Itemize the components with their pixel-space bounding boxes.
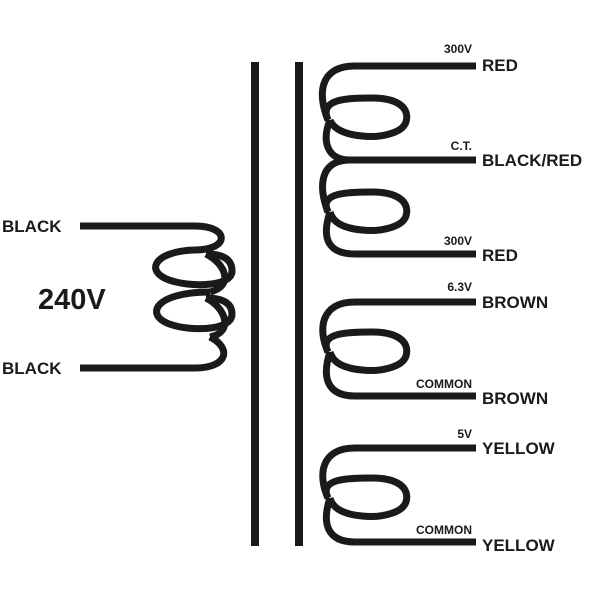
rectifier-top-tap-label: 5V (457, 427, 472, 441)
hv-top-tap-label: 300V (444, 42, 472, 56)
hv-center-tap-label: C.T. (451, 139, 472, 153)
heater-bottom-lead-label: BROWN (482, 389, 548, 408)
heater-top-tap-label: 6.3V (447, 280, 472, 294)
heater-common-tap-label: COMMON (416, 377, 472, 391)
hv-center-lead-label: BLACK/RED (482, 151, 582, 170)
primary-bottom-lead-label: BLACK (2, 359, 62, 378)
rectifier-top-lead-label: YELLOW (482, 439, 556, 458)
hv-bottom-tap-label: 300V (444, 234, 472, 248)
primary-top-lead-label: BLACK (2, 217, 62, 236)
heater-secondary-winding (319, 298, 476, 400)
rectifier-common-tap-label: COMMON (416, 523, 472, 537)
heater-top-lead-label: BROWN (482, 293, 548, 312)
primary-voltage-label: 240V (38, 284, 106, 316)
rectifier-bottom-lead-label: YELLOW (482, 536, 556, 555)
rectifier-secondary-winding (319, 444, 476, 546)
hv-secondary-winding (318, 62, 476, 258)
primary-winding (80, 222, 236, 372)
hv-top-lead-label: RED (482, 56, 518, 75)
hv-bottom-lead-label: RED (482, 246, 518, 265)
